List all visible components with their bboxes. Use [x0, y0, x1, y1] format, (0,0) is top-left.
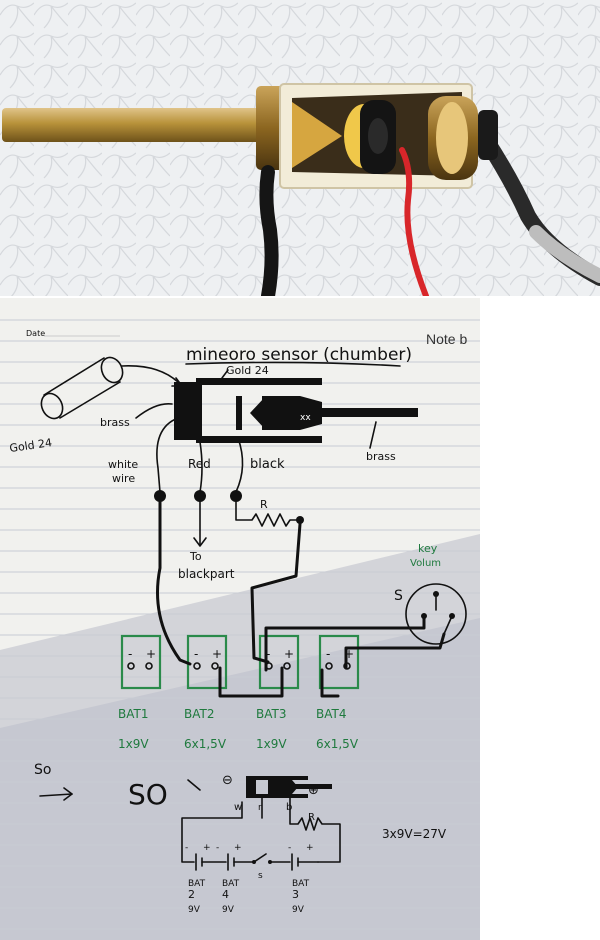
battery-spec: 6x1,5V: [184, 737, 227, 751]
battery-1: -+ BAT1 1x9V: [118, 634, 162, 751]
small-term-2: +: [203, 843, 211, 853]
battery-plus: +: [146, 647, 156, 661]
small-term-4: +: [234, 843, 242, 853]
battery-minus: -: [326, 647, 330, 661]
black-wire-photo: [259, 165, 279, 296]
terminal-red: [194, 490, 206, 502]
small-label-w: w: [234, 802, 242, 813]
small-circuit: [181, 797, 341, 871]
label-volum: Volum: [410, 558, 441, 569]
small-term-5: -: [288, 843, 291, 853]
small-term-3: -: [216, 843, 219, 853]
battery-plus: +: [344, 647, 354, 661]
label-brass-right: brass: [366, 450, 396, 463]
label-gold-top: Gold 24: [226, 364, 269, 377]
small-label-s: s: [258, 871, 263, 881]
battery-minus: -: [128, 647, 132, 661]
label-key: key: [418, 542, 438, 555]
bottom-battery-volt: 9V: [292, 905, 305, 915]
battery-2: -+ BAT2 6x1,5V: [184, 634, 228, 751]
small-label-b: b: [286, 802, 292, 813]
battery-spec: 6x1,5V: [316, 737, 359, 751]
label-blackpart: blackpart: [178, 567, 235, 581]
gold-cone: [292, 102, 342, 168]
label-black: black: [250, 457, 285, 472]
label-so-left: So: [34, 762, 51, 778]
label-switch: S: [394, 588, 403, 604]
note-label: Note b: [426, 331, 467, 347]
small-term-6: +: [306, 843, 314, 853]
battery-4: -+ BAT4 6x1,5V: [316, 634, 360, 751]
battery-spec: 1x9V: [118, 737, 149, 751]
terminal-black: [230, 490, 242, 502]
battery-name: BAT1: [118, 707, 148, 721]
label-to: To: [189, 550, 202, 563]
resistor-symbol: [235, 501, 301, 527]
small-label-R: R: [308, 812, 315, 823]
bottom-battery-label: BAT: [222, 879, 240, 889]
battery-minus: -: [266, 647, 270, 661]
date-label: Date: [26, 329, 45, 338]
label-white-wire: wire: [112, 472, 135, 485]
sensor-photo: [0, 0, 600, 296]
minus-symbol: ⊖: [222, 773, 233, 788]
label-white: white: [108, 458, 138, 471]
label-brass-left: brass: [100, 416, 130, 429]
battery-name: BAT3: [256, 707, 286, 721]
gold-cylinder-sketch: [40, 356, 124, 420]
bottom-battery-volt: 9V: [188, 905, 201, 915]
key-volume-knob: [405, 583, 467, 645]
equation: 3x9V=27V: [382, 827, 447, 841]
label-red: Red: [188, 457, 211, 471]
battery-name: BAT4: [316, 707, 346, 721]
label-resistor: R: [260, 498, 268, 511]
plus-symbol: ⊕: [308, 783, 319, 798]
bottom-battery-num: 4: [222, 888, 229, 901]
bottom-battery-volt: 9V: [222, 905, 235, 915]
small-label-r: r: [258, 803, 262, 813]
battery-spec: 1x9V: [256, 737, 287, 751]
bottom-battery-label: BAT: [292, 879, 310, 889]
diagram-title: mineoro sensor (chumber): [186, 345, 412, 365]
battery-minus: -: [194, 647, 198, 661]
brass-rod: [2, 108, 264, 142]
label-gold-left: Gold 24: [9, 436, 53, 455]
battery-row: -+BAT11x9V-+BAT26x1,5V-+BAT31x9V-+BAT46x…: [118, 634, 360, 751]
battery-plus: +: [284, 647, 294, 661]
arrow-gold-to-sensor: [121, 365, 181, 385]
terminal-white: [154, 490, 166, 502]
small-sensor-sketch: [246, 776, 332, 798]
bottom-battery-num: 3: [292, 888, 299, 901]
red-wire-photo: [399, 147, 429, 296]
battery-3: -+ BAT3 1x9V: [256, 634, 300, 751]
battery-plus: +: [212, 647, 222, 661]
brass-cap-left: [256, 86, 286, 170]
sensor-body-sketch: xx: [174, 378, 418, 443]
small-term-1: -: [185, 843, 188, 853]
notebook-sketch: Date Note b mineoro sensor (chumber) Gol…: [0, 298, 600, 940]
label-so-big: SO: [128, 778, 168, 811]
battery-name: BAT2: [184, 707, 214, 721]
bottom-battery-num: 2: [188, 888, 195, 901]
bottom-battery-label: BAT: [188, 879, 206, 889]
svg-text:xx: xx: [300, 413, 311, 423]
